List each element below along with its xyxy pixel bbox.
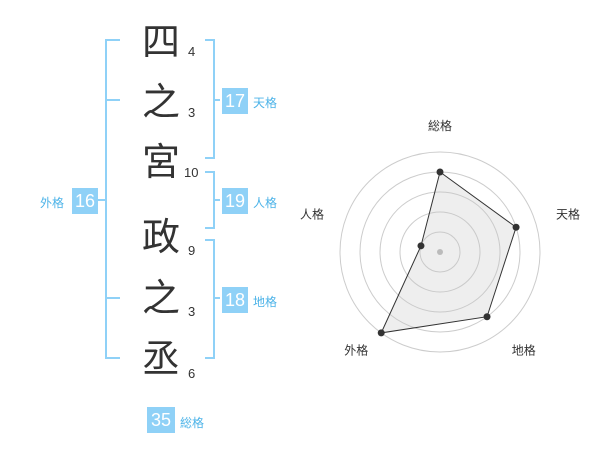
soukaku-value: 35	[147, 407, 175, 433]
name-char-3: 宮	[141, 140, 180, 184]
name-char-6: 丞	[141, 337, 180, 381]
radar-axis-label-1: 総格	[428, 118, 452, 133]
gaikaku-label: 外格	[40, 196, 65, 210]
name-char-2: 之	[141, 80, 180, 124]
name-char-4: 政	[141, 215, 180, 259]
radar-ring-1	[419, 231, 461, 273]
stroke-count-3: 10	[184, 165, 199, 180]
radar-point-5	[417, 242, 425, 250]
tenkaku-label: 天格	[253, 96, 278, 110]
stroke-count-2: 3	[188, 105, 196, 120]
radar-center	[437, 249, 443, 255]
name-char-5: 之	[141, 276, 180, 320]
jinkaku-label: 人格	[253, 196, 278, 210]
radar-axis-label-2: 天格	[556, 206, 580, 221]
stroke-count-6: 6	[188, 366, 196, 381]
radar-point-3	[483, 313, 491, 321]
jinkaku-value: 19	[222, 188, 248, 214]
radar-ring-2	[399, 211, 481, 293]
soukaku-label: 総格	[180, 416, 205, 430]
radar-axis-label-3: 地格	[512, 343, 536, 358]
radar-area	[380, 171, 517, 334]
radar-ring-3	[379, 191, 501, 313]
gaikaku-value: 16	[72, 188, 98, 214]
radar-ring-5	[339, 151, 541, 353]
stroke-count-4: 9	[188, 243, 196, 258]
radar-axis-label-5: 人格	[300, 206, 324, 221]
radar-axis-label-4: 外格	[344, 343, 368, 358]
radar-point-1	[436, 168, 444, 176]
chikaku-value: 18	[222, 287, 248, 313]
tenkaku-value: 17	[222, 88, 248, 114]
name-char-1: 四	[141, 20, 180, 64]
chikaku-label: 地格	[253, 295, 278, 309]
radar-point-2	[512, 223, 520, 231]
radar-point-4	[377, 329, 385, 337]
stroke-count-5: 3	[188, 304, 196, 319]
stroke-count-1: 4	[188, 44, 196, 59]
